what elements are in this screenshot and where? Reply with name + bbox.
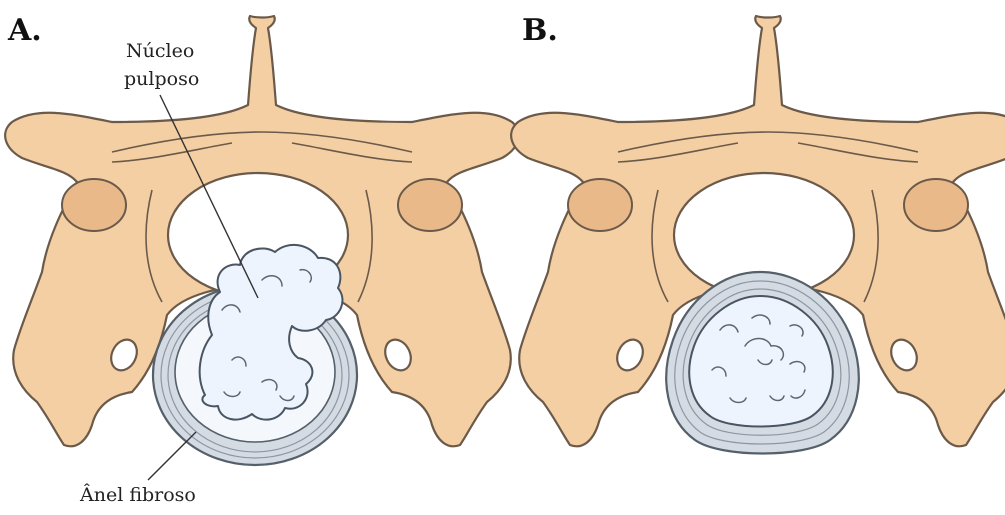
panel-label-b: B. (522, 13, 558, 48)
annulus-callout: Ânel fibroso (79, 483, 196, 506)
annulus-leader-line (148, 432, 196, 480)
nucleus-callout-line1: Núcleo (126, 40, 194, 62)
panel-a: A. Núcleo pulposo Ânel fibroso (5, 13, 519, 506)
panel-b: B. (511, 13, 1005, 454)
panel-label-a: A. (7, 13, 42, 48)
nucleus-callout-line2: pulposo (124, 68, 199, 90)
